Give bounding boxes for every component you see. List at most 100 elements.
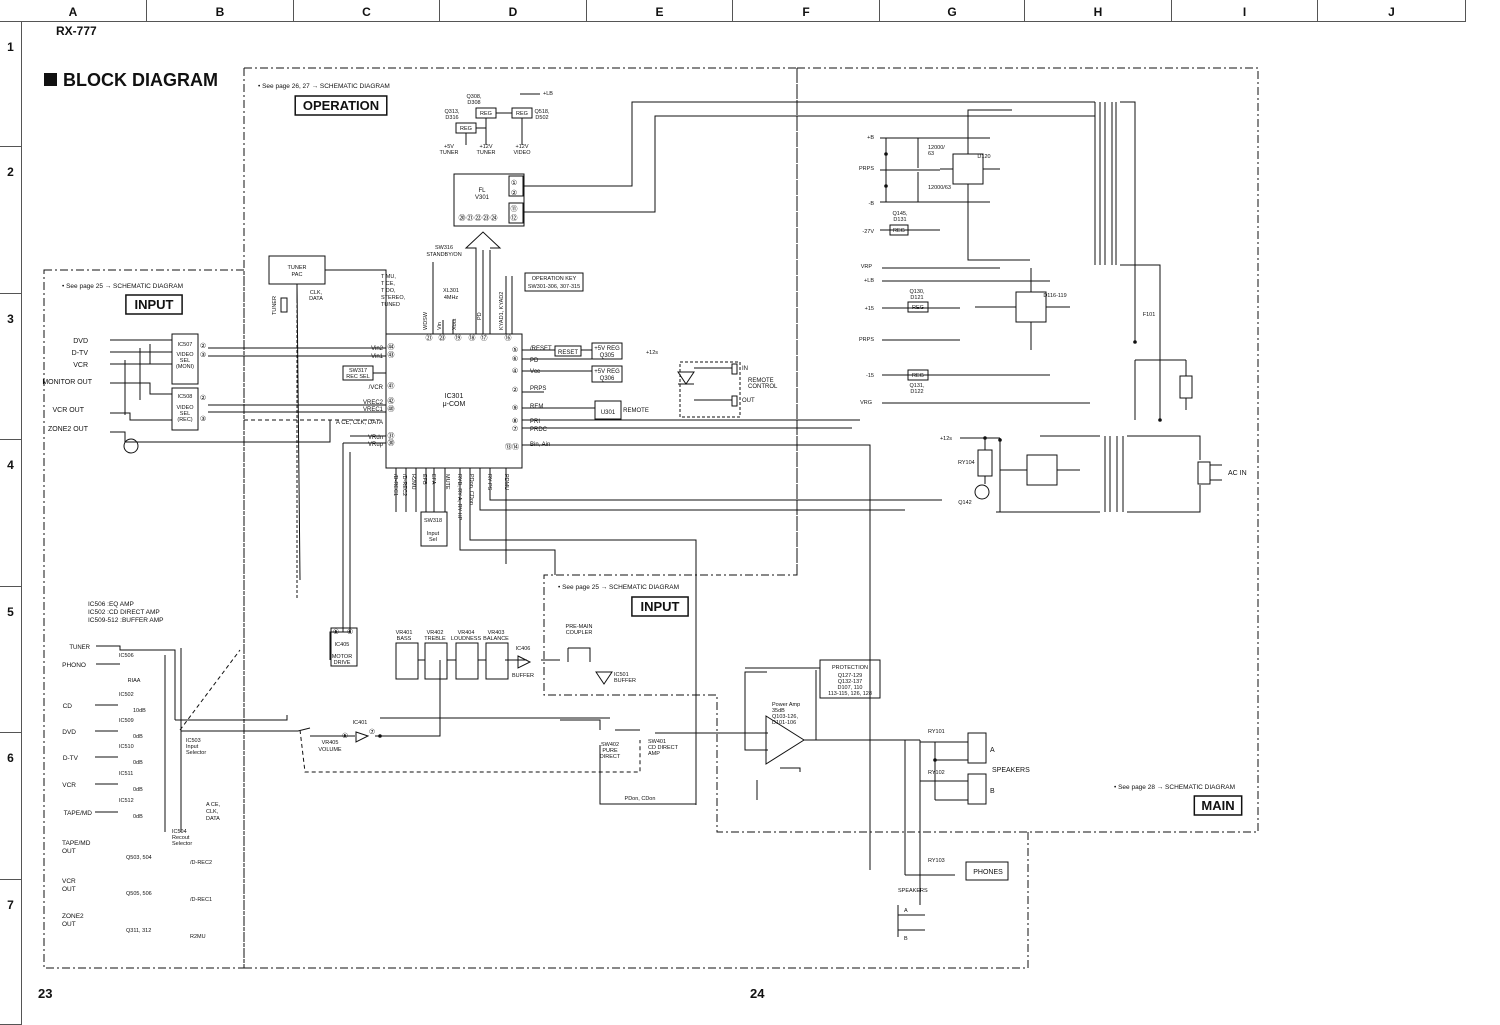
- label-protection-2: Q132-137: [838, 679, 862, 685]
- label-protection-3: D107, 110: [838, 685, 863, 691]
- label-tone_vrs-3-1: BALANCE: [483, 636, 509, 642]
- label-ace_clk-2: DATA: [206, 816, 220, 822]
- label-cpu_top-0: WDSW: [423, 311, 429, 330]
- label-tuner_ctrl-0: T MU,: [381, 274, 396, 280]
- label-ic_legend-0: IC506 :EQ AMP: [88, 601, 134, 608]
- label-amps-ic502: IC502: [119, 692, 134, 698]
- pin-number: ⑯: [505, 334, 512, 342]
- pin-number: ㊸: [388, 351, 395, 359]
- label-q306-1: Q306: [600, 376, 615, 382]
- label-amps-ic512: IC512: [119, 798, 134, 804]
- label-psu-rails-7: PRPS: [859, 337, 874, 343]
- label-cpu_bottom-6: RYB, RY A, RY HP: [456, 474, 462, 521]
- label-psu-q142: Q142: [958, 500, 971, 506]
- label-psu-reg: REG: [912, 373, 924, 379]
- label-psu-q131-0: Q131,: [910, 383, 925, 389]
- title-text: BLOCK DIAGRAM: [63, 70, 218, 90]
- label-ace_clk-1: CLK,: [206, 809, 219, 815]
- label-remote_ctrl-0: IN: [742, 366, 748, 372]
- pin-number: ⑬⑭: [505, 443, 519, 451]
- fl-display-box: [453, 173, 525, 227]
- label-psu-rails-3: -27V: [862, 229, 874, 235]
- label-standby-1: STANDBY/ON: [426, 252, 461, 258]
- pin-number: ㉒: [475, 214, 482, 222]
- label-sections-input_mid-ref: • See page 25 → SCHEMATIC DIAGRAM: [558, 584, 679, 591]
- label-tuner_signals-0: CLK,: [310, 290, 323, 296]
- operation-label: OPERATION: [303, 98, 379, 113]
- main-section-frame: [543, 67, 1259, 833]
- label-cpu_right-7: Bin, Ain: [530, 442, 550, 448]
- label-power_regs-out_video12-1: VIDEO: [513, 150, 531, 156]
- pin-number: ⑥: [512, 355, 518, 363]
- label-amps-g0: 0dB: [133, 787, 143, 793]
- label-input_jacks-1: D-TV: [72, 350, 89, 357]
- pin-number: ②: [200, 343, 206, 350]
- label-tone_vrs-3-0: VR403: [488, 630, 505, 636]
- label-tone_vrs-0-0: VR401: [396, 630, 413, 636]
- label-rec_outs-5: OUT: [62, 921, 76, 928]
- column-header-b: B: [147, 0, 294, 22]
- label-cpu_left-1: Vin1: [371, 354, 384, 360]
- label-psu-caps-2: 12000/63: [928, 185, 951, 191]
- label-protection-1: Q127-129: [838, 673, 862, 679]
- pin-number: ㉚: [388, 439, 395, 447]
- label-cpu_bottom-2: R2MU: [410, 474, 416, 490]
- label-psu-caps-0: 12000/: [928, 145, 945, 151]
- label-selector-ic507_desc-1: SEL: [180, 358, 190, 364]
- label-power_amp-0: Power Amp: [772, 702, 800, 708]
- label-psu-ac_in: AC IN: [1228, 470, 1247, 477]
- label-rec_ctrl-0: /D-REC2: [190, 860, 212, 866]
- label-source_inputs-3: DVD: [62, 729, 76, 736]
- label-rec_outs-2: VCR: [62, 878, 76, 885]
- label-tuner_pac-1: PAC: [292, 272, 303, 278]
- label-sw401-2: AMP: [648, 751, 660, 757]
- label-cpu_bottom-4: EFA: [430, 474, 436, 485]
- label-rec_ctrl-2: R2MU: [190, 934, 206, 940]
- pin-number: ⑧: [512, 417, 518, 425]
- label-q306-0: +5V REG: [594, 369, 620, 375]
- label-psu-rails-1: PRPS: [859, 166, 874, 172]
- label-selector-ic508_desc-1: SEL: [180, 411, 190, 417]
- label-sp_switch-0: SPEAKERS: [898, 888, 928, 894]
- label-input_jacks-3: MONITOR OUT: [42, 379, 92, 386]
- label-power_regs-out_tuner5-0: +5V: [444, 144, 454, 150]
- label-psu-p12s: +12s: [940, 436, 952, 442]
- label-power_regs-out_tuner12-1: TUNER: [477, 150, 496, 156]
- label-cpu_left-2: /VCR: [369, 385, 384, 391]
- label-cpu_right-6: PRDC: [530, 427, 548, 433]
- label-sw318-2: Sel: [429, 537, 437, 543]
- pin-number: ③: [200, 415, 206, 423]
- row-header-1: 1: [0, 22, 22, 147]
- label-motor-2: DRIVE: [334, 660, 351, 666]
- pin-number: ⑪: [511, 205, 518, 213]
- label-power_amp-3: D101-106: [772, 720, 796, 726]
- label-psu-d116: D116-119: [1043, 293, 1066, 299]
- operation-section-frame: [244, 67, 798, 576]
- label-tone_vrs-1-0: VR402: [427, 630, 444, 636]
- label-remote_ctrl-3: OUT: [742, 398, 755, 404]
- label-source_inputs-4: D-TV: [63, 755, 79, 762]
- label-psu-f101: F101: [1143, 312, 1156, 318]
- label-power_regs-q308-1: D308: [467, 100, 480, 106]
- label-power_regs-out_tuner12-0: +12V: [480, 144, 493, 150]
- label-source_inputs-2: CD: [63, 703, 73, 710]
- pin-number: ⑫: [511, 214, 518, 222]
- column-header-g: G: [880, 0, 1025, 22]
- label-ic406-0: IC406: [516, 646, 531, 652]
- pin-number: ㊹: [388, 343, 395, 351]
- label-cpu_left-5: A CE, CLK, DATA: [336, 420, 383, 426]
- label-selector-ic507_desc-0: VIDEO: [176, 352, 194, 358]
- label-cpu_left-6: VRdn: [368, 435, 383, 441]
- title-square-icon: [44, 73, 57, 86]
- column-header-f: F: [733, 0, 880, 22]
- main-label: MAIN: [1201, 798, 1234, 813]
- label-power_regs-q518-0: Q518,: [535, 109, 550, 115]
- label-power_regs-q313-1: D316: [445, 115, 458, 121]
- label-rec_transistors-2: Q311, 312: [126, 928, 151, 934]
- label-rec_outs-4: ZONE2: [62, 913, 84, 920]
- label-ic401: IC401: [353, 720, 368, 726]
- label-power_regs-lb: +LB: [543, 91, 553, 97]
- pin-number: ㊷: [388, 397, 395, 405]
- label-sw318-1: Input: [427, 531, 440, 537]
- label-psu-q130-0: Q130,: [910, 289, 925, 295]
